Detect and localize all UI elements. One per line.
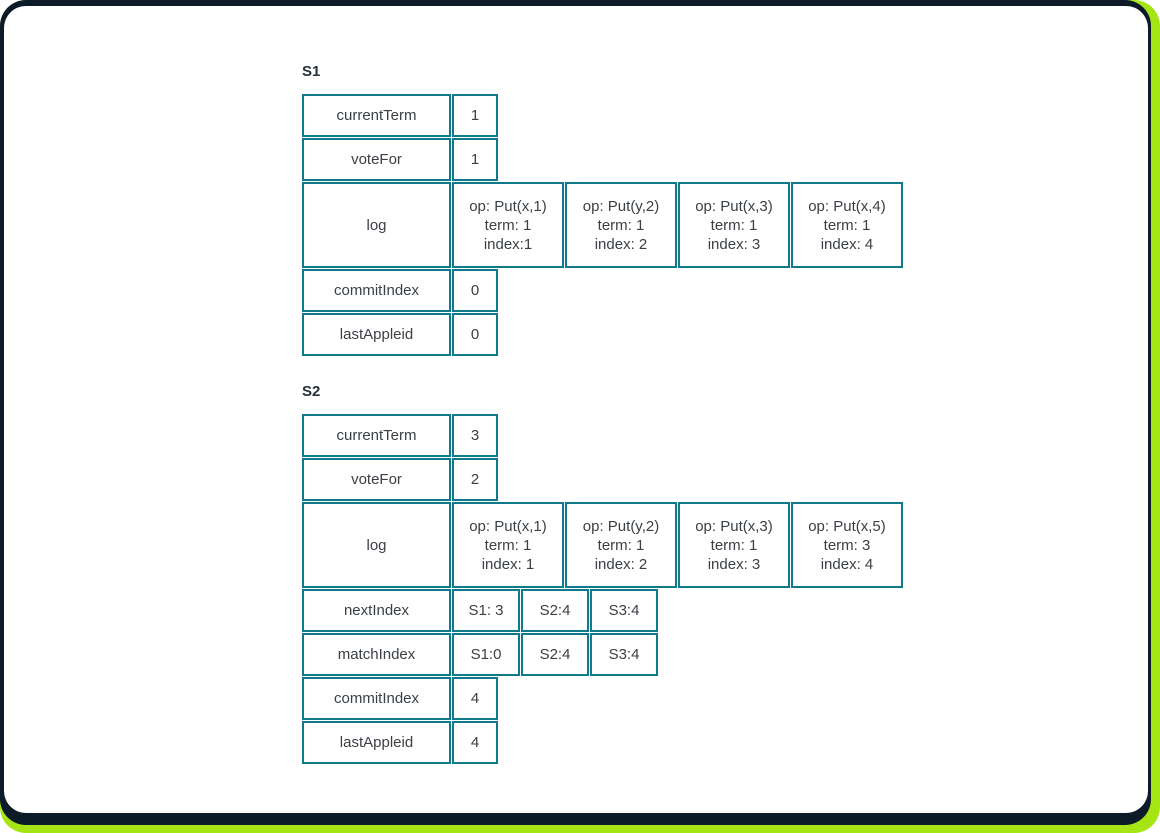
state-label-cell: voteFor bbox=[302, 138, 451, 181]
server-s2-block: S2 currentTerm 3 voteFor 2 log op: Put(x… bbox=[302, 384, 903, 764]
state-label-cell: log bbox=[302, 502, 451, 588]
state-value-cell: 0 bbox=[452, 313, 498, 356]
state-label-cell: nextIndex bbox=[302, 589, 451, 632]
state-label-cell: lastAppleid bbox=[302, 721, 451, 764]
log-entry-op: op: Put(x,3) bbox=[695, 197, 773, 215]
state-value-cell: 4 bbox=[452, 677, 498, 720]
log-entry-cell: op: Put(x,5) term: 3 index: 4 bbox=[791, 502, 903, 588]
log-entry-cell: op: Put(y,2) term: 1 index: 2 bbox=[565, 182, 677, 268]
state-row-matchindex: matchIndex S1:0 S2:4 S3:4 bbox=[302, 633, 903, 676]
log-entry-index: index: 3 bbox=[707, 235, 761, 253]
log-entry-op: op: Put(x,1) bbox=[469, 517, 547, 535]
log-entry-term: term: 1 bbox=[484, 216, 532, 234]
log-entry-term: term: 1 bbox=[597, 536, 645, 554]
log-entry-cell: op: Put(x,1) term: 1 index: 1 bbox=[452, 502, 564, 588]
log-entry-cell: op: Put(x,1) term: 1 index:1 bbox=[452, 182, 564, 268]
log-entry-op: op: Put(x,5) bbox=[808, 517, 886, 535]
state-value-cell: 2 bbox=[452, 458, 498, 501]
log-entry-op: op: Put(y,2) bbox=[582, 197, 660, 215]
log-entry-op: op: Put(x,3) bbox=[695, 517, 773, 535]
state-label-cell: currentTerm bbox=[302, 94, 451, 137]
peer-index-cell: S1: 3 bbox=[452, 589, 520, 632]
log-entry-term: term: 1 bbox=[823, 216, 871, 234]
state-label-cell: commitIndex bbox=[302, 677, 451, 720]
log-entry-op: op: Put(x,1) bbox=[469, 197, 547, 215]
white-canvas: S1 currentTerm 1 voteFor 1 log op: Put(x… bbox=[4, 6, 1148, 813]
state-label-cell: matchIndex bbox=[302, 633, 451, 676]
log-entry-op: op: Put(y,2) bbox=[582, 517, 660, 535]
state-value-cell: 1 bbox=[452, 94, 498, 137]
log-entry-cell: op: Put(x,3) term: 1 index: 3 bbox=[678, 182, 790, 268]
server-s1-block: S1 currentTerm 1 voteFor 1 log op: Put(x… bbox=[302, 64, 903, 356]
log-entry-index: index: 4 bbox=[820, 235, 874, 253]
log-entry-index: index: 2 bbox=[594, 235, 648, 253]
log-entry-term: term: 1 bbox=[597, 216, 645, 234]
log-entry-cell: op: Put(x,4) term: 1 index: 4 bbox=[791, 182, 903, 268]
state-row-commitindex: commitIndex 0 bbox=[302, 269, 903, 312]
state-row-nextindex: nextIndex S1: 3 S2:4 S3:4 bbox=[302, 589, 903, 632]
log-entry-term: term: 3 bbox=[823, 536, 871, 554]
state-label-cell: commitIndex bbox=[302, 269, 451, 312]
state-row-lastappleid: lastAppleid 0 bbox=[302, 313, 903, 356]
log-entry-cell: op: Put(x,3) term: 1 index: 3 bbox=[678, 502, 790, 588]
state-row-currentterm: currentTerm 3 bbox=[302, 414, 903, 457]
log-entry-term: term: 1 bbox=[484, 536, 532, 554]
state-row-commitindex: commitIndex 4 bbox=[302, 677, 903, 720]
state-row-lastappleid: lastAppleid 4 bbox=[302, 721, 903, 764]
peer-index-cell: S2:4 bbox=[521, 589, 589, 632]
peer-index-cell: S1:0 bbox=[452, 633, 520, 676]
state-label-cell: log bbox=[302, 182, 451, 268]
state-label-cell: voteFor bbox=[302, 458, 451, 501]
state-row-votefor: voteFor 1 bbox=[302, 138, 903, 181]
server-s2-title: S2 bbox=[302, 383, 321, 400]
peer-index-cell: S3:4 bbox=[590, 589, 658, 632]
state-label-cell: currentTerm bbox=[302, 414, 451, 457]
log-entry-term: term: 1 bbox=[710, 536, 758, 554]
raft-state-diagram: S1 currentTerm 1 voteFor 1 log op: Put(x… bbox=[302, 64, 903, 764]
log-entry-index: index: 2 bbox=[594, 555, 648, 573]
peer-index-cell: S3:4 bbox=[590, 633, 658, 676]
state-label-cell: lastAppleid bbox=[302, 313, 451, 356]
log-entry-index: index: 3 bbox=[707, 555, 761, 573]
log-entry-index: index: 4 bbox=[820, 555, 874, 573]
log-entry-op: op: Put(x,4) bbox=[808, 197, 886, 215]
log-entry-term: term: 1 bbox=[710, 216, 758, 234]
state-row-votefor: voteFor 2 bbox=[302, 458, 903, 501]
log-entry-index: index:1 bbox=[483, 235, 533, 253]
peer-index-cell: S2:4 bbox=[521, 633, 589, 676]
state-value-cell: 4 bbox=[452, 721, 498, 764]
server-s1-title: S1 bbox=[302, 63, 321, 80]
log-row: log op: Put(x,1) term: 1 index:1 op: Put… bbox=[302, 182, 903, 268]
log-row: log op: Put(x,1) term: 1 index: 1 op: Pu… bbox=[302, 502, 903, 588]
state-value-cell: 3 bbox=[452, 414, 498, 457]
state-value-cell: 1 bbox=[452, 138, 498, 181]
log-entry-cell: op: Put(y,2) term: 1 index: 2 bbox=[565, 502, 677, 588]
state-value-cell: 0 bbox=[452, 269, 498, 312]
state-row-currentterm: currentTerm 1 bbox=[302, 94, 903, 137]
log-entry-index: index: 1 bbox=[481, 555, 535, 573]
